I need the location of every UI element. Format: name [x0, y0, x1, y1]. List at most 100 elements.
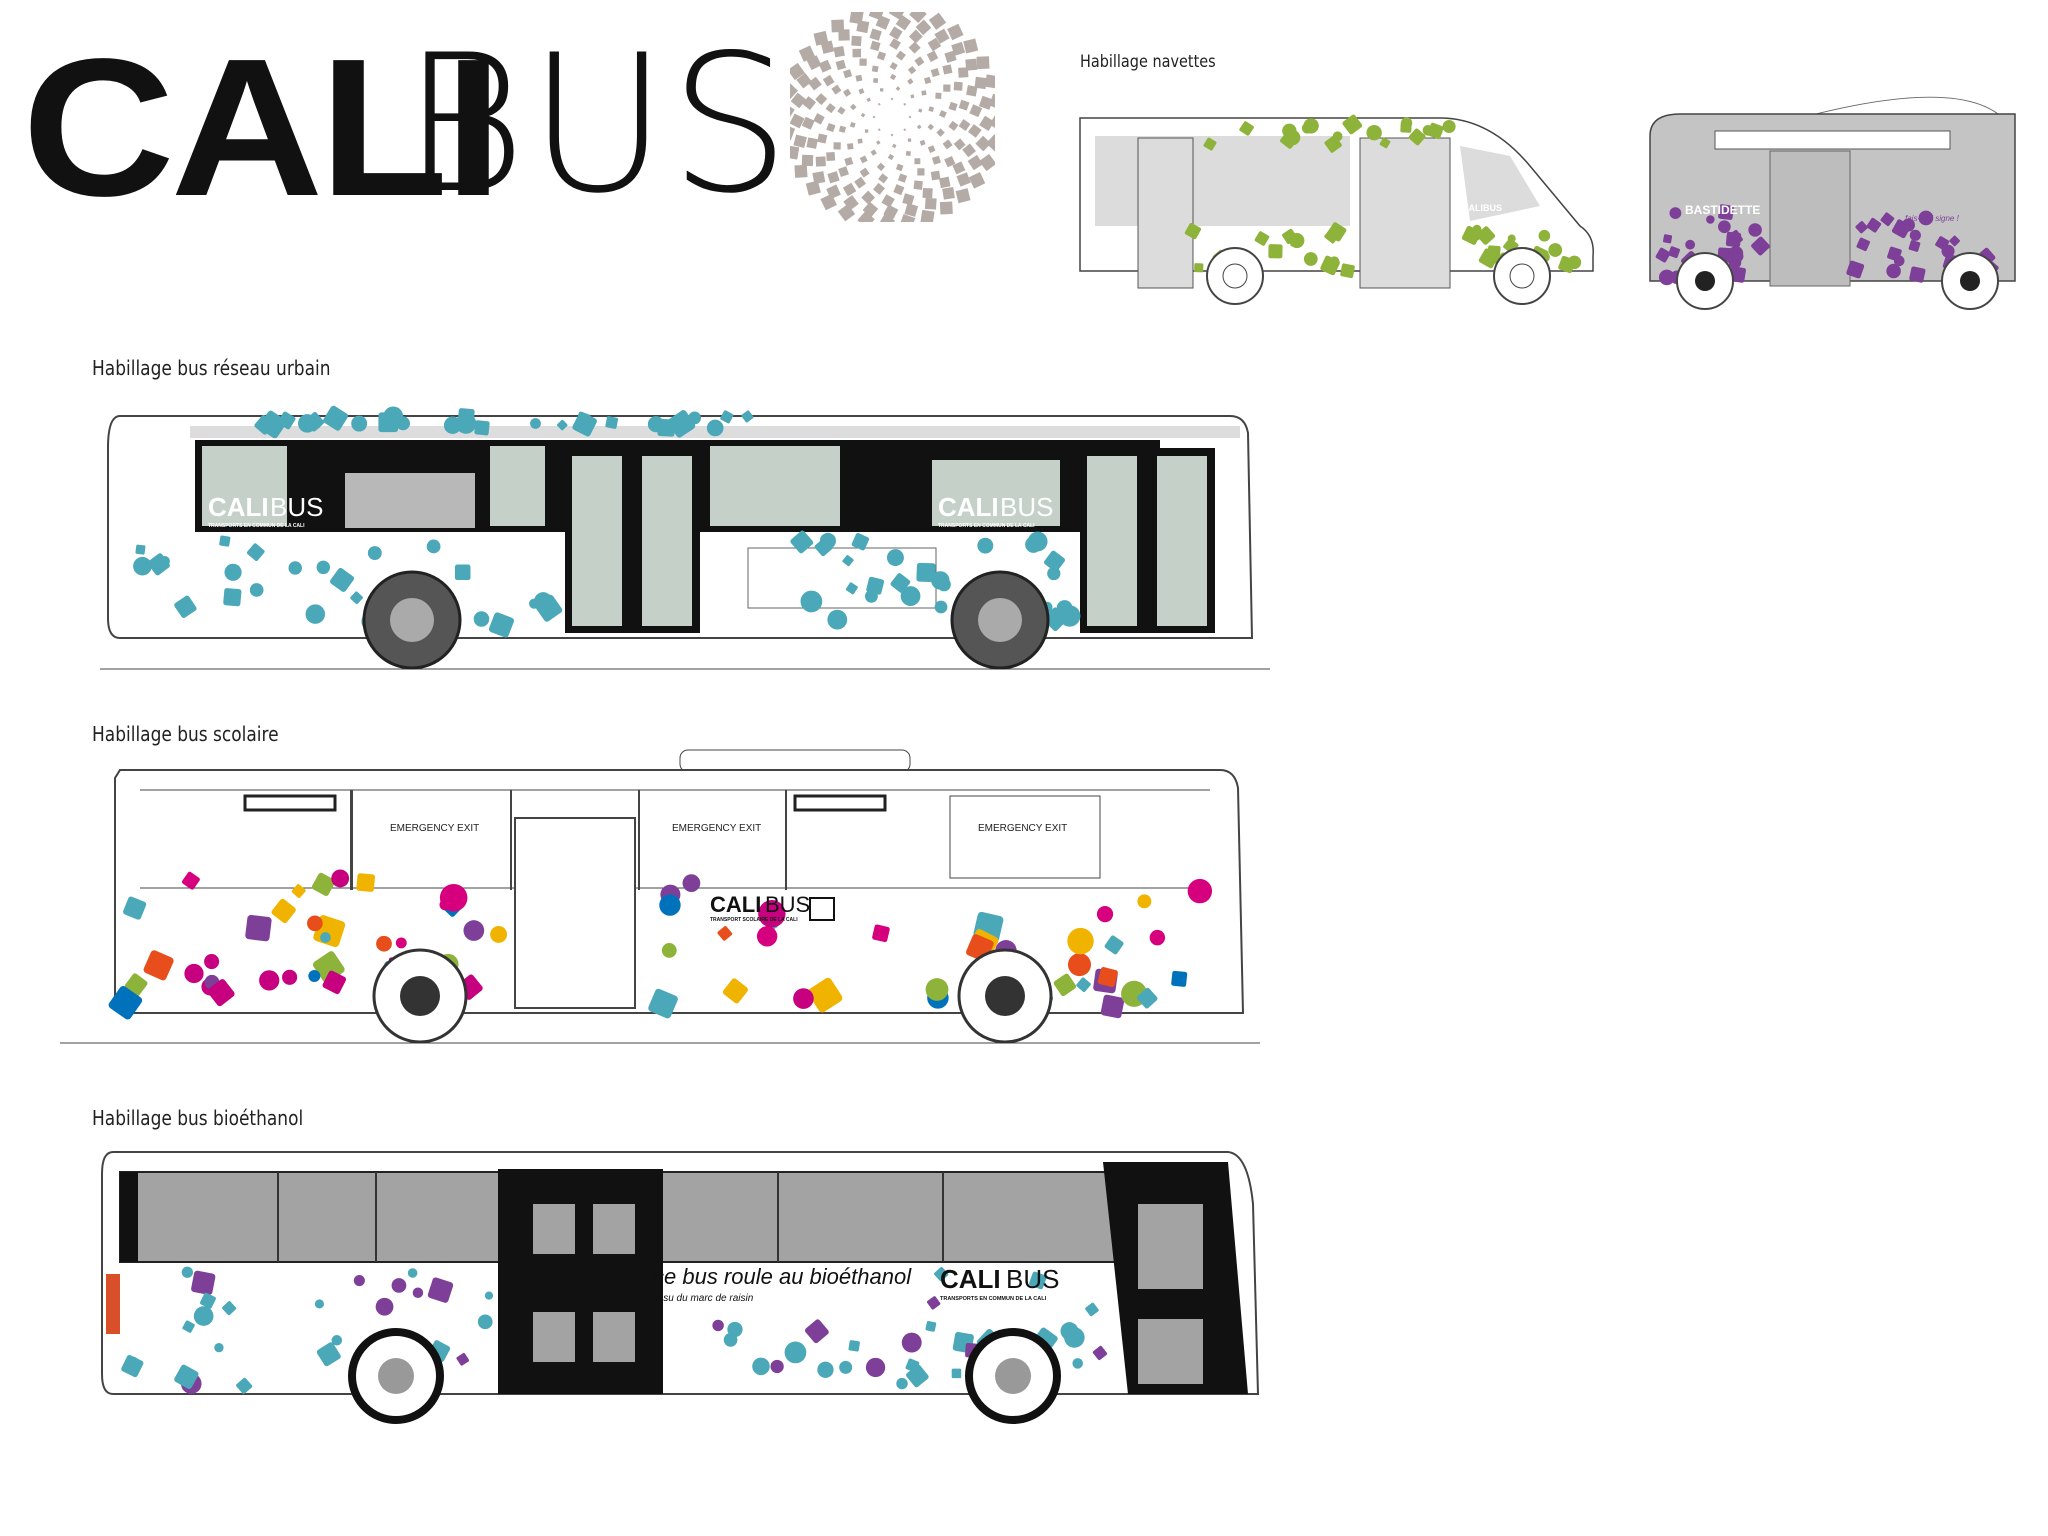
livery-shape — [1072, 1358, 1083, 1369]
livery-shape — [271, 898, 296, 924]
spiral-square — [796, 72, 812, 89]
livery-shape — [1096, 905, 1114, 923]
livery-shape — [1751, 236, 1770, 256]
spiral-square — [899, 213, 916, 222]
emergency-exit-label-2: EMERGENCY EXIT — [672, 823, 761, 834]
spiral-square — [914, 56, 925, 67]
spiral-square — [927, 37, 942, 52]
spiral-square — [843, 69, 853, 79]
livery-shape — [784, 1341, 807, 1364]
livery-shape — [246, 543, 265, 561]
livery-shape — [1340, 263, 1355, 279]
spiral-square — [831, 84, 842, 95]
spiral-square — [873, 78, 879, 83]
spiral-square — [984, 74, 995, 89]
livery-shape — [756, 926, 778, 947]
spiral-square — [858, 88, 865, 95]
spiral-square — [953, 138, 966, 151]
livery-shape — [1085, 1302, 1099, 1317]
spiral-square — [951, 41, 966, 56]
livery-shape — [1043, 607, 1068, 632]
livery-shape — [1053, 973, 1077, 997]
livery-shape — [427, 1277, 454, 1303]
spiral-square — [944, 155, 956, 168]
spiral-square — [931, 155, 941, 165]
bus-scolaire-drawing: EMERGENCY EXIT EMERGENCY EXIT EMERGENCY … — [60, 749, 1260, 1044]
spiral-square — [953, 81, 963, 91]
livery-shape — [184, 963, 204, 984]
spiral-square — [876, 162, 886, 171]
spiral-square — [986, 134, 995, 152]
wheel — [1206, 247, 1264, 305]
spiral-square — [805, 180, 821, 196]
spiral-square — [794, 164, 808, 178]
spiral-square — [844, 156, 854, 166]
livery-shape — [1846, 260, 1865, 279]
livery-shape — [1476, 226, 1496, 245]
livery-shape — [1909, 229, 1921, 241]
livery-shape — [277, 411, 296, 430]
spiral-square — [833, 45, 845, 58]
livery-shape — [790, 530, 814, 554]
spiral-square — [866, 97, 871, 102]
spiral-square — [966, 85, 978, 97]
livery-shape — [200, 1292, 216, 1309]
livery-shape — [717, 926, 733, 941]
spiral-square — [907, 65, 917, 75]
livery-shape — [661, 943, 677, 958]
livery-shape — [1663, 234, 1673, 244]
livery-shape — [124, 973, 148, 996]
livery-shape — [1301, 122, 1313, 134]
urbain-brand-bus-1: BUS — [270, 492, 323, 522]
spiral-square — [930, 170, 941, 181]
section-title-bioethanol: Habillage bus bioéthanol — [92, 1106, 304, 1130]
livery-shape — [484, 1291, 494, 1300]
spiral-square — [939, 176, 951, 189]
livery-shape — [1886, 263, 1901, 279]
spiral-square — [868, 12, 885, 21]
livery-shape — [391, 1278, 407, 1293]
livery-shape — [1327, 222, 1347, 242]
livery-shape — [323, 405, 349, 431]
livery-shape — [793, 988, 814, 1009]
livery-shape — [456, 1353, 470, 1366]
livery-shape — [1909, 266, 1926, 283]
livery-shape — [1060, 1322, 1079, 1341]
spiral-square — [914, 158, 921, 165]
livery-shape — [807, 977, 843, 1013]
livery-shape — [258, 410, 287, 439]
livery-shape — [375, 1297, 394, 1316]
spiral-square — [813, 113, 825, 125]
livery-shape — [925, 1320, 937, 1332]
livery-shape — [534, 592, 553, 611]
spiral-square — [798, 45, 816, 62]
spiral-square — [793, 134, 807, 149]
livery-shape — [1658, 269, 1675, 286]
livery-shape — [439, 884, 468, 912]
spiral-square — [963, 38, 979, 54]
spiral-square — [907, 78, 914, 85]
spiral-square — [889, 61, 898, 71]
section-title-navettes: Habillage navettes — [1080, 52, 1216, 72]
livery-shape — [454, 564, 471, 581]
spiral-square — [917, 168, 925, 176]
navette2-tagline: fais-moi signe ! — [1905, 214, 1960, 223]
spiral-square — [969, 104, 983, 118]
spiral-square — [989, 113, 995, 131]
spiral-square — [831, 19, 845, 33]
school-children-icon — [809, 897, 835, 921]
livery-shape — [1718, 220, 1731, 234]
spiral-square — [890, 133, 894, 137]
livery-shape — [927, 1296, 941, 1310]
spiral-square — [876, 51, 887, 61]
spiral-square — [944, 50, 957, 63]
livery-shape — [848, 1340, 860, 1352]
spiral-square — [939, 201, 953, 215]
livery-shape — [1866, 217, 1882, 233]
spiral-square — [907, 138, 912, 142]
emergency-exit-label-1: EMERGENCY EXIT — [390, 823, 479, 834]
livery-shape — [1187, 878, 1213, 904]
spiral-square — [869, 28, 882, 41]
livery-shape — [1104, 935, 1124, 955]
livery-shape — [1043, 550, 1066, 572]
